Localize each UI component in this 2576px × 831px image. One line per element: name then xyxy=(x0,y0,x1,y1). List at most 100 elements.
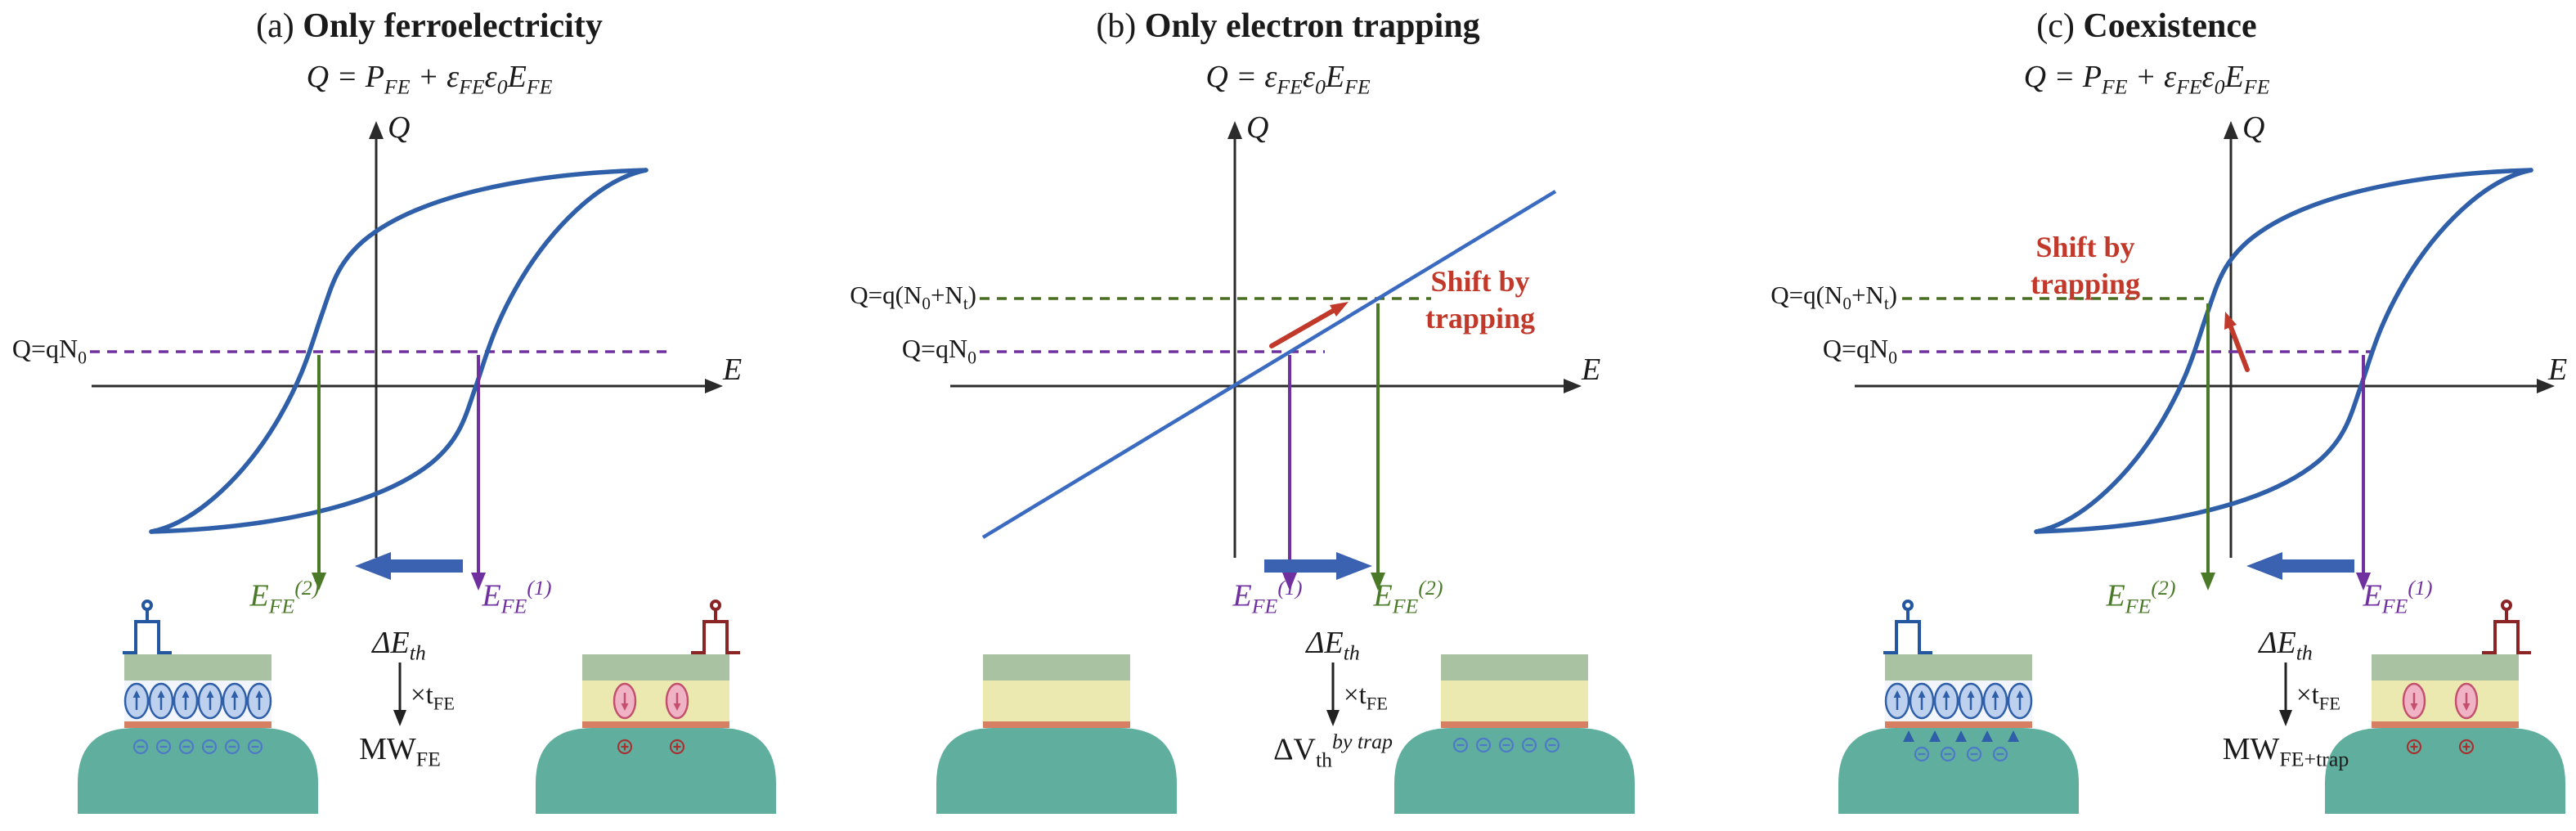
panel-title: (a) Only ferroelectricity xyxy=(0,7,859,46)
polarization-up-icon xyxy=(246,682,272,720)
shift-direction-block-arrow xyxy=(1264,552,1372,580)
interfacial-layer xyxy=(124,721,272,728)
shift-direction-block-arrow xyxy=(2246,552,2354,580)
efe2-label: EFE(2) xyxy=(249,576,320,618)
substrate xyxy=(1838,728,2079,814)
substrate xyxy=(2325,728,2565,814)
charge-equation: Q = PFE + εFEε0EFE xyxy=(2023,60,2270,99)
polarization-up-icon xyxy=(222,682,248,720)
axes xyxy=(1855,121,2555,558)
efe2-down-arrow xyxy=(2201,303,2215,591)
efe1-label: EFE(1) xyxy=(2363,576,2433,618)
polarization-up-icon xyxy=(197,682,223,720)
axes xyxy=(92,121,723,558)
charge-equation: Q = εFEε0EFE xyxy=(1205,60,1371,99)
efe2-label: EFE(2) xyxy=(1373,576,1443,618)
trap-shift-arrow xyxy=(1269,302,1349,348)
flow-down-arrow xyxy=(393,663,406,726)
delta-eth-label: ΔEth xyxy=(1306,626,1360,665)
polarization-up-icon xyxy=(123,682,150,720)
substrate xyxy=(936,728,1177,814)
device-after-program xyxy=(78,600,318,814)
shift-by-trapping-label: Shift by trapping xyxy=(1390,263,1570,337)
linear-qe-line xyxy=(981,190,1557,539)
efe1-down-arrow xyxy=(2356,355,2371,591)
gate-electrode xyxy=(124,654,272,681)
polarization-up-icon xyxy=(173,682,199,720)
polarization-up-icon xyxy=(1933,682,1959,720)
qe-plot-c xyxy=(1838,121,2565,814)
erase-pulse-icon xyxy=(2482,600,2531,654)
gate-electrode xyxy=(1885,654,2032,681)
polarization-up-icon xyxy=(148,682,174,720)
qe-plot-a xyxy=(78,121,776,814)
polarization-down-icon xyxy=(613,682,637,720)
times-tfe-label: ×tFE xyxy=(2296,681,2340,714)
shift-line-1: Shift by xyxy=(1430,265,1530,298)
polarization-down-icon xyxy=(665,682,689,720)
qn0-label: Q=qN0 xyxy=(11,334,87,368)
x-axis-label: E xyxy=(723,353,743,387)
shift-line-2: trapping xyxy=(2030,267,2141,300)
panel-only-electron-trapping: (b) Only electron trapping Q = εFEε0EFE … xyxy=(850,0,1717,831)
dielectric-layer xyxy=(2372,681,2519,721)
dielectric-layer xyxy=(582,681,729,721)
memory-window-label: MWFE xyxy=(359,732,441,771)
delta-eth-label: ΔEth xyxy=(2259,626,2313,665)
substrate xyxy=(1394,728,1635,814)
polarization-up-icon xyxy=(1884,682,1910,720)
charge-equation: Q = PFE + εFEε0EFE xyxy=(306,60,553,99)
gate-electrode xyxy=(983,654,1130,681)
polarization-up-icon xyxy=(1958,682,1984,720)
efe1-down-arrow xyxy=(471,355,486,591)
qn0-label: Q=qN0 xyxy=(1822,334,1897,368)
qe-plot-b xyxy=(936,121,1635,814)
axes xyxy=(950,121,1582,558)
hysteresis-loop xyxy=(149,168,648,534)
interfacial-layer xyxy=(2372,721,2519,728)
polarization-up-icon xyxy=(1909,682,1935,720)
panel-letter: (b) xyxy=(1096,7,1137,45)
qn0nt-label: Q=q(N0+Nt) xyxy=(1770,281,1897,314)
flow-down-arrow xyxy=(1326,663,1340,726)
gate-electrode xyxy=(582,654,729,681)
panel-coexistence: (c) Coexistence Q = PFE + εFEε0EFE Q E Q… xyxy=(1717,0,2576,831)
panel-letter: (a) xyxy=(256,7,294,45)
panel-title: (c) Coexistence xyxy=(1717,7,2576,46)
device-with-trapped-electrons xyxy=(1394,654,1635,814)
y-axis-label: Q xyxy=(1246,110,1269,145)
polarization-up-icon xyxy=(2007,682,2033,720)
x-axis-label: E xyxy=(1582,353,1601,387)
erase-pulse-icon xyxy=(691,600,740,654)
x-axis-label: E xyxy=(2548,353,2568,387)
qn0nt-label: Q=q(N0+Nt) xyxy=(850,281,976,314)
gate-electrode xyxy=(2372,654,2519,681)
panel-title-text: Only ferroelectricity xyxy=(303,7,603,45)
shift-direction-block-arrow xyxy=(355,552,463,580)
dielectric-layer xyxy=(1441,681,1588,721)
efe2-down-arrow xyxy=(1371,303,1385,591)
shift-line-2: trapping xyxy=(1425,302,1536,335)
interfacial-layer xyxy=(1885,721,2032,728)
times-tfe-label: ×tFE xyxy=(1344,681,1388,714)
shift-by-trapping-label: Shift by trapping xyxy=(1987,229,2183,303)
panel-title: (b) Only electron trapping xyxy=(859,7,1717,46)
interfacial-layer xyxy=(1441,721,1588,728)
polarization-down-icon xyxy=(2454,682,2479,720)
substrate xyxy=(78,728,318,814)
efe1-down-arrow xyxy=(1282,355,1297,591)
flow-down-arrow xyxy=(2279,663,2292,726)
times-tfe-label: ×tFE xyxy=(411,681,455,714)
panel-letter: (c) xyxy=(2036,7,2075,45)
panel-title-text: Coexistence xyxy=(2083,7,2257,45)
vth-shift-label: ΔVthby trap xyxy=(1273,730,1393,772)
y-axis-label: Q xyxy=(388,110,411,145)
efe2-label: EFE(2) xyxy=(2106,576,2176,618)
gate-electrode xyxy=(1441,654,1588,681)
y-axis-label: Q xyxy=(2242,110,2265,145)
dielectric-layer xyxy=(983,681,1130,721)
shift-line-1: Shift by xyxy=(2035,231,2135,263)
panel-title-text: Only electron trapping xyxy=(1144,7,1480,45)
efe1-label: EFE(1) xyxy=(1232,576,1303,618)
